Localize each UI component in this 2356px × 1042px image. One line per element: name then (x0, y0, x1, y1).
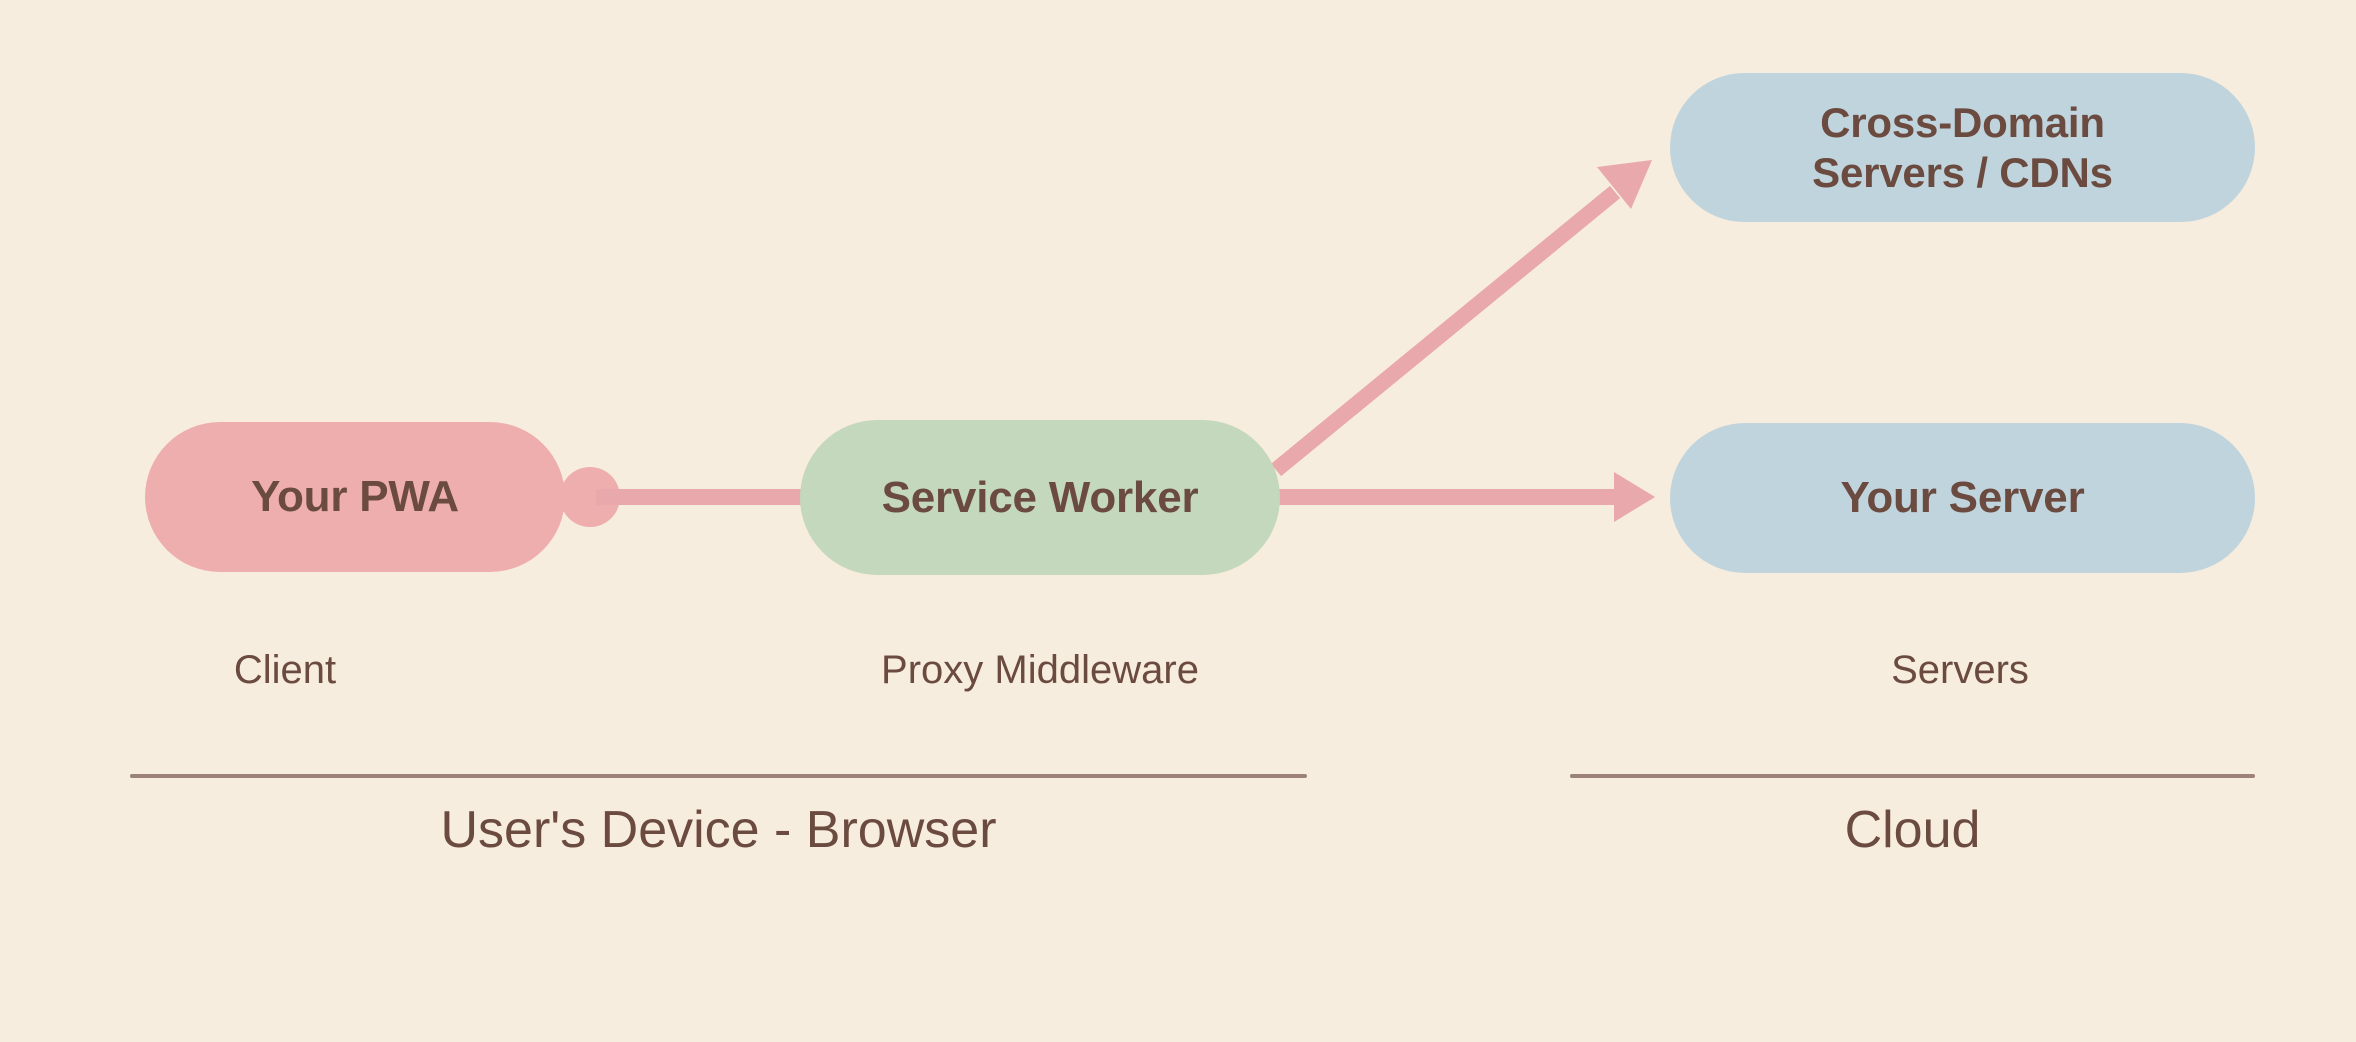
zone-label-client: Client (233, 648, 337, 692)
connector-service-worker-to-cross-domain (1270, 185, 1621, 477)
node-your-server-label: Your Server (1840, 473, 2085, 522)
node-your-pwa-label: Your PWA (251, 472, 459, 521)
zone-label-servers: Servers (1891, 648, 2029, 692)
node-your-pwa[interactable]: Your PWA (145, 422, 565, 572)
divider-cloud (1570, 774, 2255, 778)
divider-user-device (130, 774, 1307, 778)
connector-origin-dot (560, 467, 620, 527)
node-cross-domain-line-1: Cross-Domain (1820, 98, 2105, 146)
arrowhead-cross-domain (1597, 160, 1652, 209)
node-cross-domain-line-2: Servers / CDNs (1812, 148, 2113, 196)
node-cross-domain-servers[interactable]: Cross-Domain Servers / CDNs (1670, 73, 2255, 222)
node-your-server[interactable]: Your Server (1670, 423, 2255, 573)
region-label-user-device: User's Device - Browser (440, 801, 997, 859)
node-service-worker-label: Service Worker (881, 472, 1199, 522)
zone-label-proxy-middleware: Proxy Middleware (881, 648, 1199, 692)
region-label-cloud: Cloud (1844, 801, 1981, 859)
arrowhead-your-server (1614, 472, 1655, 522)
node-service-worker[interactable]: Service Worker (800, 420, 1280, 575)
node-cross-domain-servers-label: Cross-Domain Servers / CDNs (1812, 98, 2113, 197)
